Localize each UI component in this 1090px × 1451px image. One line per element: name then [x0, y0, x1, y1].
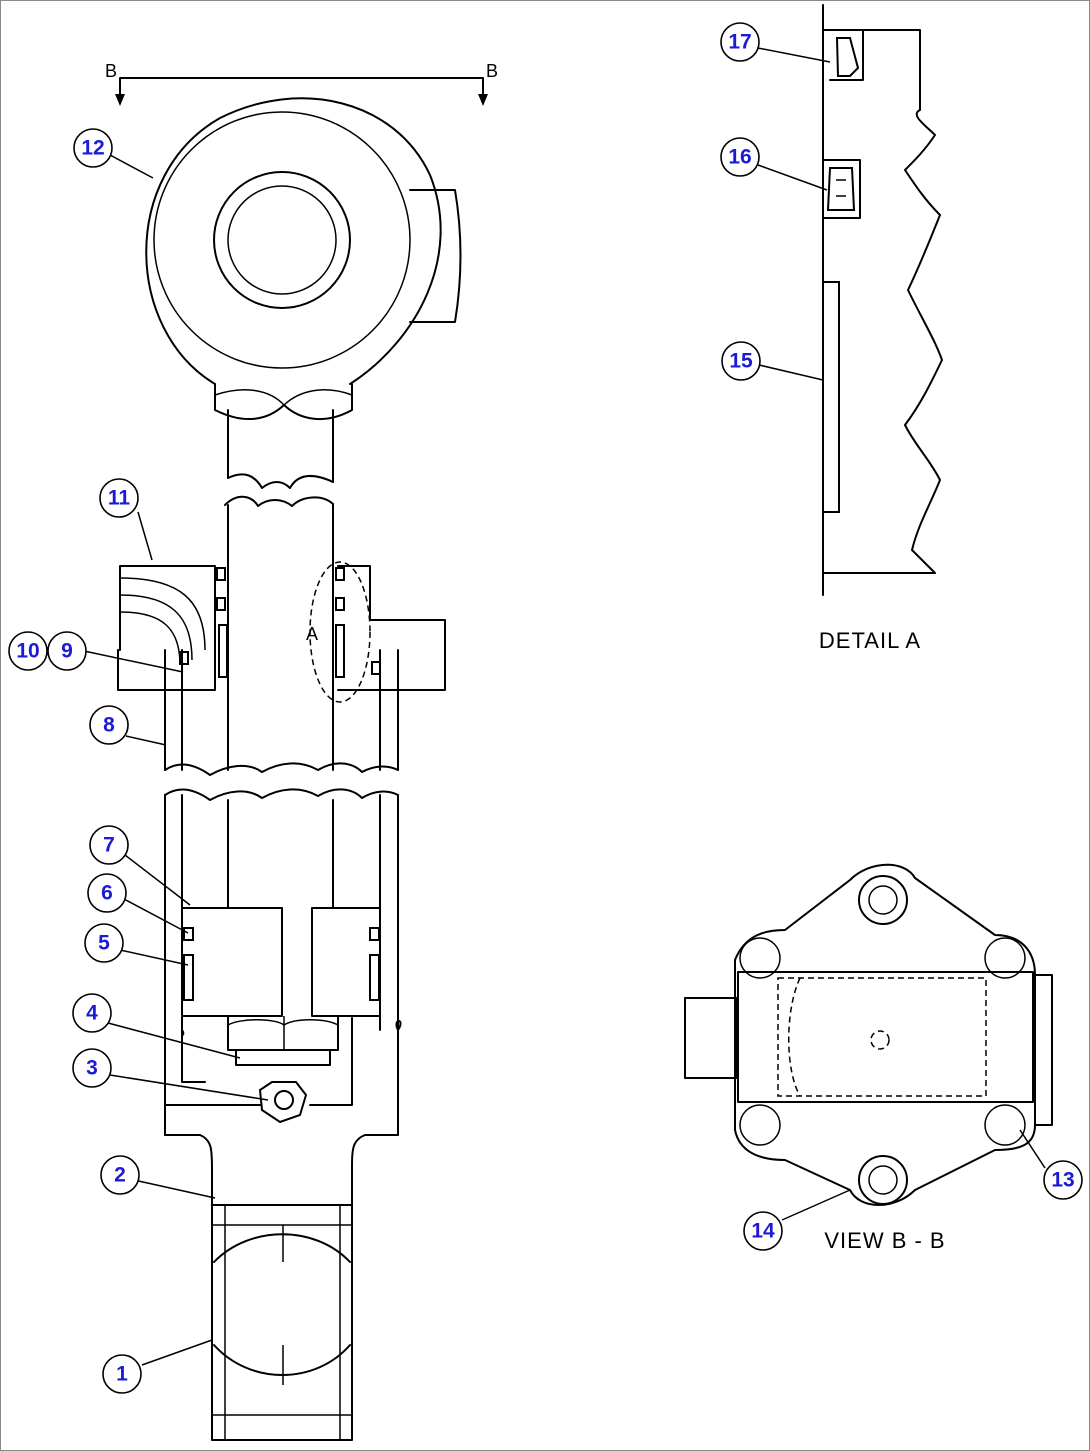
callout-10: 10	[8, 631, 48, 671]
callout-17: 17	[720, 22, 760, 62]
cylinder-tube	[164, 649, 399, 1136]
svg-text:8: 8	[103, 714, 115, 737]
callout-1: 1	[102, 1354, 142, 1394]
callout-3: 3	[72, 1048, 112, 1088]
cylinder-bottom	[164, 1017, 402, 1206]
callout-7: 7	[89, 825, 129, 865]
svg-text:7: 7	[103, 834, 115, 857]
callout-6: 6	[87, 873, 127, 913]
callout-16: 16	[720, 137, 760, 177]
svg-text:5: 5	[98, 932, 110, 955]
callout-5: 5	[84, 923, 124, 963]
callout-4: 4	[72, 993, 112, 1033]
piston-nut	[227, 1015, 339, 1066]
piston	[181, 907, 381, 1017]
callout-15: 15	[721, 341, 761, 381]
svg-text:10: 10	[16, 640, 39, 663]
cylinder-head: A	[117, 561, 446, 703]
svg-text:4: 4	[86, 1002, 98, 1025]
svg-text:12: 12	[81, 137, 104, 160]
callout-2: 2	[100, 1155, 140, 1195]
detail-a: DETAIL A	[819, 4, 943, 653]
section-line-b: B B	[105, 61, 498, 106]
detail-ref-label: A	[306, 624, 318, 644]
svg-text:17: 17	[728, 31, 751, 54]
svg-text:6: 6	[101, 882, 113, 905]
piston-rod	[224, 409, 334, 771]
leader-lines	[83, 47, 1046, 1366]
callout-9: 9	[47, 631, 87, 671]
svg-text:16: 16	[728, 146, 751, 169]
callout-8: 8	[89, 705, 129, 745]
callout-13: 13	[1043, 1160, 1083, 1200]
view-caption: VIEW B - B	[824, 1228, 945, 1253]
callout-11: 11	[99, 478, 139, 518]
section-label-right: B	[486, 61, 498, 81]
view-b-b: VIEW B - B	[684, 863, 1053, 1253]
detail-caption: DETAIL A	[819, 628, 921, 653]
section-label-left: B	[105, 61, 117, 81]
svg-text:15: 15	[729, 350, 753, 373]
svg-text:2: 2	[114, 1164, 126, 1187]
rod-eye	[145, 97, 462, 421]
callout-14: 14	[743, 1211, 783, 1251]
svg-text:13: 13	[1051, 1169, 1074, 1192]
svg-text:1: 1	[116, 1363, 128, 1386]
svg-text:14: 14	[751, 1220, 775, 1243]
bottom-eye	[211, 1204, 353, 1441]
svg-text:9: 9	[61, 640, 73, 663]
svg-text:11: 11	[108, 487, 131, 510]
svg-text:3: 3	[86, 1057, 98, 1080]
callout-12: 12	[73, 128, 113, 168]
